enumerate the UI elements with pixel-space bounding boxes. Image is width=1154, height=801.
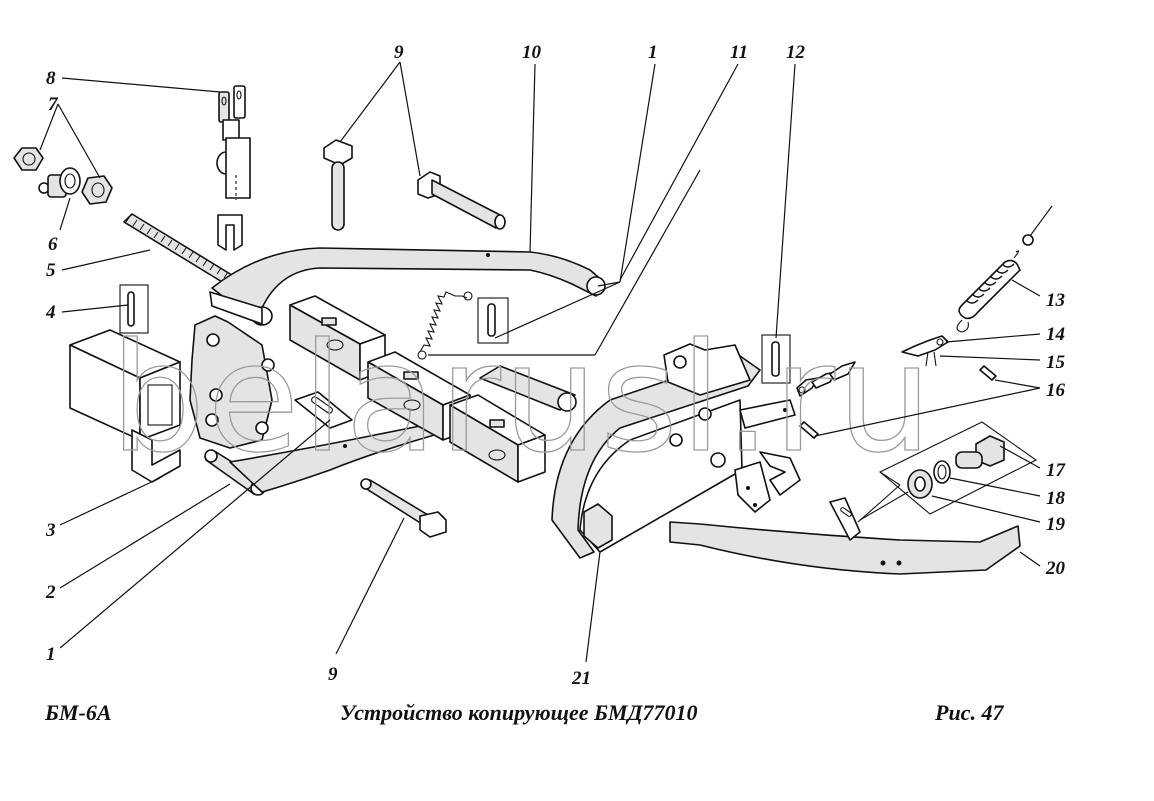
part-3-bracket: [69, 329, 181, 483]
callout-7: 7: [48, 94, 59, 115]
callout-20: 20: [1045, 558, 1066, 579]
part-16-pin-a: [799, 421, 819, 439]
callout-9-lower: 9: [328, 664, 338, 685]
callout-6: 6: [48, 234, 58, 255]
part-19-washer: [907, 469, 933, 499]
callout-18: 18: [1046, 488, 1066, 509]
part-6-bushing: [38, 167, 81, 198]
callout-1-lower: 1: [46, 644, 56, 665]
part-9-pin-upper-right: [417, 171, 506, 230]
callout-21: 21: [571, 668, 591, 689]
callout-labels: 8 7 6 5 4 3 2 1 1 9 9 10 11 12 13 14 15 …: [45, 42, 1067, 689]
part-7-nuts: [13, 147, 113, 205]
part-10-frame-arm: [209, 247, 606, 326]
part-9-pin-lower: [360, 478, 447, 538]
hinge-casting: [189, 315, 275, 449]
callout-15: 15: [1046, 352, 1066, 373]
part-1-leaf-plate: [229, 419, 453, 493]
callout-14: 14: [1046, 324, 1065, 345]
part-18-lock-washer: [933, 460, 951, 484]
model-label: БМ-6А: [45, 700, 112, 725]
callout-19: 19: [1046, 514, 1066, 535]
part-9-pin-upper-left: [323, 139, 353, 231]
fastener-inset: [857, 421, 1038, 523]
part-21-main-frame: [551, 343, 801, 559]
callout-12: 12: [786, 42, 806, 63]
cotter-pin-box: [477, 297, 509, 344]
chain: [796, 361, 856, 397]
figure-number: Рис. 47: [935, 700, 1004, 725]
callout-13: 13: [1046, 290, 1065, 311]
callout-17: 17: [1046, 460, 1067, 481]
part-17-bolt: [955, 435, 1005, 469]
callout-3: 3: [45, 520, 56, 541]
part-4-cotter-pin: [119, 284, 149, 334]
callout-2: 2: [45, 582, 56, 603]
cross-tube: [479, 365, 577, 412]
callout-16: 16: [1046, 380, 1066, 401]
callout-4: 4: [45, 302, 56, 323]
part-13-spring: [956, 250, 1021, 333]
beam-segment-3: [449, 394, 546, 483]
part-8-adjustable-link: [216, 85, 251, 251]
callout-11: 11: [730, 42, 748, 63]
callout-8: 8: [46, 68, 56, 89]
part-20-skid: [669, 497, 1021, 575]
leader-lines: [39, 61, 1041, 663]
diagram-title: Устройство копирующее БМД77010: [340, 700, 698, 725]
watermark: belarusl.ru: [110, 312, 934, 486]
part-14-hook-link: [901, 335, 949, 367]
small-spring: [417, 291, 473, 360]
part-16-pin-b: [979, 365, 997, 381]
slotted-plate: [294, 391, 353, 429]
eye-bolt: [1022, 205, 1053, 246]
callout-9-upper: 9: [394, 42, 404, 63]
callout-1-upper: 1: [648, 42, 658, 63]
callout-10: 10: [522, 42, 542, 63]
callout-5: 5: [46, 260, 56, 281]
